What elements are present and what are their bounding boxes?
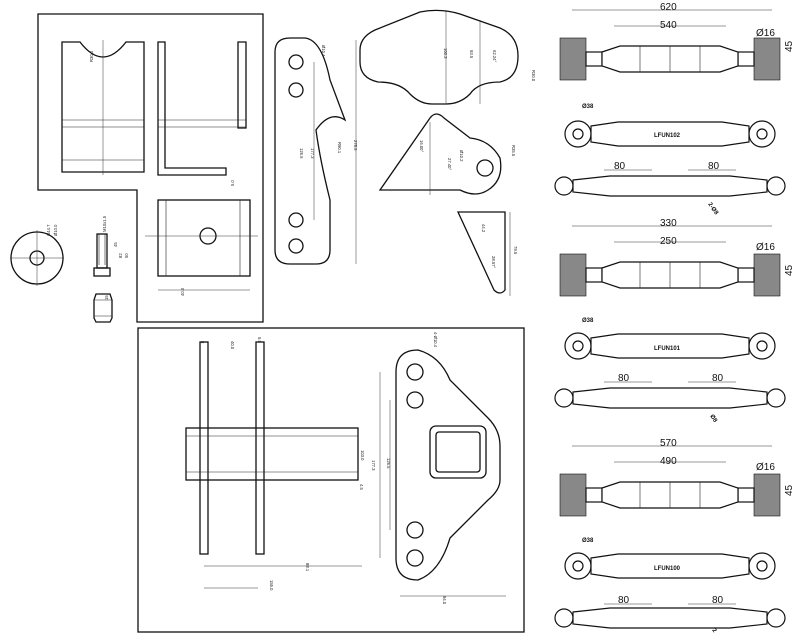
rod1-dia: Ø16 (756, 28, 775, 39)
rod3-side-left: 80 (618, 595, 630, 606)
nut: 15 (93, 293, 113, 323)
dim-1265b: 126.5 (386, 458, 391, 469)
dim-5: 5.0 (230, 180, 235, 186)
dim-8: 8 (200, 341, 205, 344)
rod1-eye: Ø38 (582, 104, 594, 110)
bolt: M10x1.5 45 82 50 (93, 215, 129, 277)
dim-1550: 155.0 (269, 580, 274, 591)
dim-gus-r355: R35.5 (511, 145, 516, 157)
washer: Ø44.7 Ø10.0 (10, 224, 64, 286)
sheet-outline-bottom (137, 327, 525, 633)
dim-tri-r30: R30.0 (531, 70, 536, 82)
rod2-partno: LFUN101 (654, 346, 681, 352)
dim-gus-a1: 27.40° (447, 158, 452, 170)
dim-40b: 40.0 (230, 341, 235, 350)
diamond-plate: 100.3 93.5 62.24° R30.0 (359, 9, 536, 105)
dim-940: 94.0 (442, 596, 447, 605)
dim-plate-1773: 177.3 (310, 148, 315, 159)
frame-assembly: 8 40.0 5.5 103.0 177.3 4.5 88.1 155.0 (185, 337, 376, 591)
dim-m10: M10x1.5 (102, 215, 107, 232)
dim-15: 15 (104, 295, 109, 300)
rod-group-3: 570 490 Ø16 45 Ø38 LFUN100 80 80 2 (554, 438, 795, 635)
dim-plate-1265: 126.5 (299, 148, 304, 159)
dim-gus-d3: Ø10.2 (459, 150, 464, 162)
rod1-inner: 540 (660, 20, 677, 31)
dim-tri-angle: 62.24° (492, 50, 497, 62)
dim-plate-hole: Ø10.4 (321, 45, 326, 57)
rod2-overall: 330 (660, 218, 677, 229)
rod2-side-hole: Ø8 (708, 414, 718, 425)
rod3-side-right: 80 (712, 595, 724, 606)
dim-phi44: Ø44.7 (46, 224, 51, 236)
rod1-side-right: 80 (708, 161, 720, 172)
rod3-partno: LFUN100 (654, 566, 681, 572)
l-bracket: 5.0 (157, 41, 247, 186)
rod3-side-hole: 2 (710, 628, 717, 635)
rod2-dia: Ø16 (756, 242, 775, 253)
dim-hole4: 4-Ø10.4 (433, 332, 438, 348)
dim-tri-1003: 100.3 (443, 48, 448, 59)
dim-plate-2785: 278.5 (353, 140, 358, 151)
dim-45: 45 (113, 242, 118, 247)
dim-1030: 103.0 (360, 450, 365, 461)
rod1-side-left: 80 (614, 161, 626, 172)
dim-1773b: 177.3 (371, 460, 376, 471)
dim-phi10: Ø10.0 (53, 224, 58, 236)
dim-gus-a2: 16.00° (419, 140, 424, 152)
rod-group-2: 330 250 Ø16 45 Ø38 LFUN101 80 80 Ø8 (554, 218, 795, 425)
dim-40: 40.0 (180, 287, 185, 296)
rod1-side-hole: 2-Ø8 (706, 202, 719, 217)
dim-wedge-442: 44.2 (481, 224, 486, 233)
rod2-inner: 250 (660, 236, 677, 247)
dim-r30: R30.0 (89, 50, 94, 62)
rod3-overall: 570 (660, 438, 677, 449)
dim-82: 82 (118, 253, 123, 258)
block-with-hole: 40.0 (145, 199, 258, 296)
long-plate: Ø10.4 R90.1 177.3 126.5 278.5 (274, 37, 358, 265)
rod1-height: 45 (784, 40, 795, 52)
dim-55: 5.5 (257, 337, 262, 343)
dim-881: 88.1 (305, 563, 310, 572)
gusset-plate: R35.5 27.40° 16.00° Ø10.2 (378, 113, 516, 195)
rod3-dia: Ø16 (756, 462, 775, 473)
dim-tri-935: 93.5 (469, 50, 474, 59)
rod-group-1: 620 540 Ø16 45 Ø38 LFUN102 80 80 2-Ø8 (554, 2, 795, 217)
cradle-bracket: R30.0 (61, 40, 145, 175)
rod2-side-right: 80 (712, 373, 724, 384)
rod1-partno: LFUN102 (654, 133, 681, 139)
rod3-height: 45 (784, 484, 795, 496)
wedge-plate: 44.2 79.5 28.57° (456, 211, 518, 296)
rod2-eye: Ø38 (582, 318, 594, 324)
dim-plate-r90: R90.1 (337, 142, 342, 154)
end-plate-with-square: 4-Ø10.4 126.5 94.0 (379, 332, 506, 605)
dim-wedge-ang: 28.57° (491, 256, 496, 268)
rod3-inner: 490 (660, 456, 677, 467)
rod3-eye: Ø38 (582, 538, 594, 544)
rod1-overall: 620 (660, 2, 677, 13)
rod2-side-left: 80 (618, 373, 630, 384)
sheet-outline-left (37, 13, 264, 323)
dim-wedge-795: 79.5 (513, 246, 518, 255)
dim-45b: 4.5 (359, 484, 364, 490)
dim-50: 50 (124, 253, 129, 258)
rod2-height: 45 (784, 264, 795, 276)
